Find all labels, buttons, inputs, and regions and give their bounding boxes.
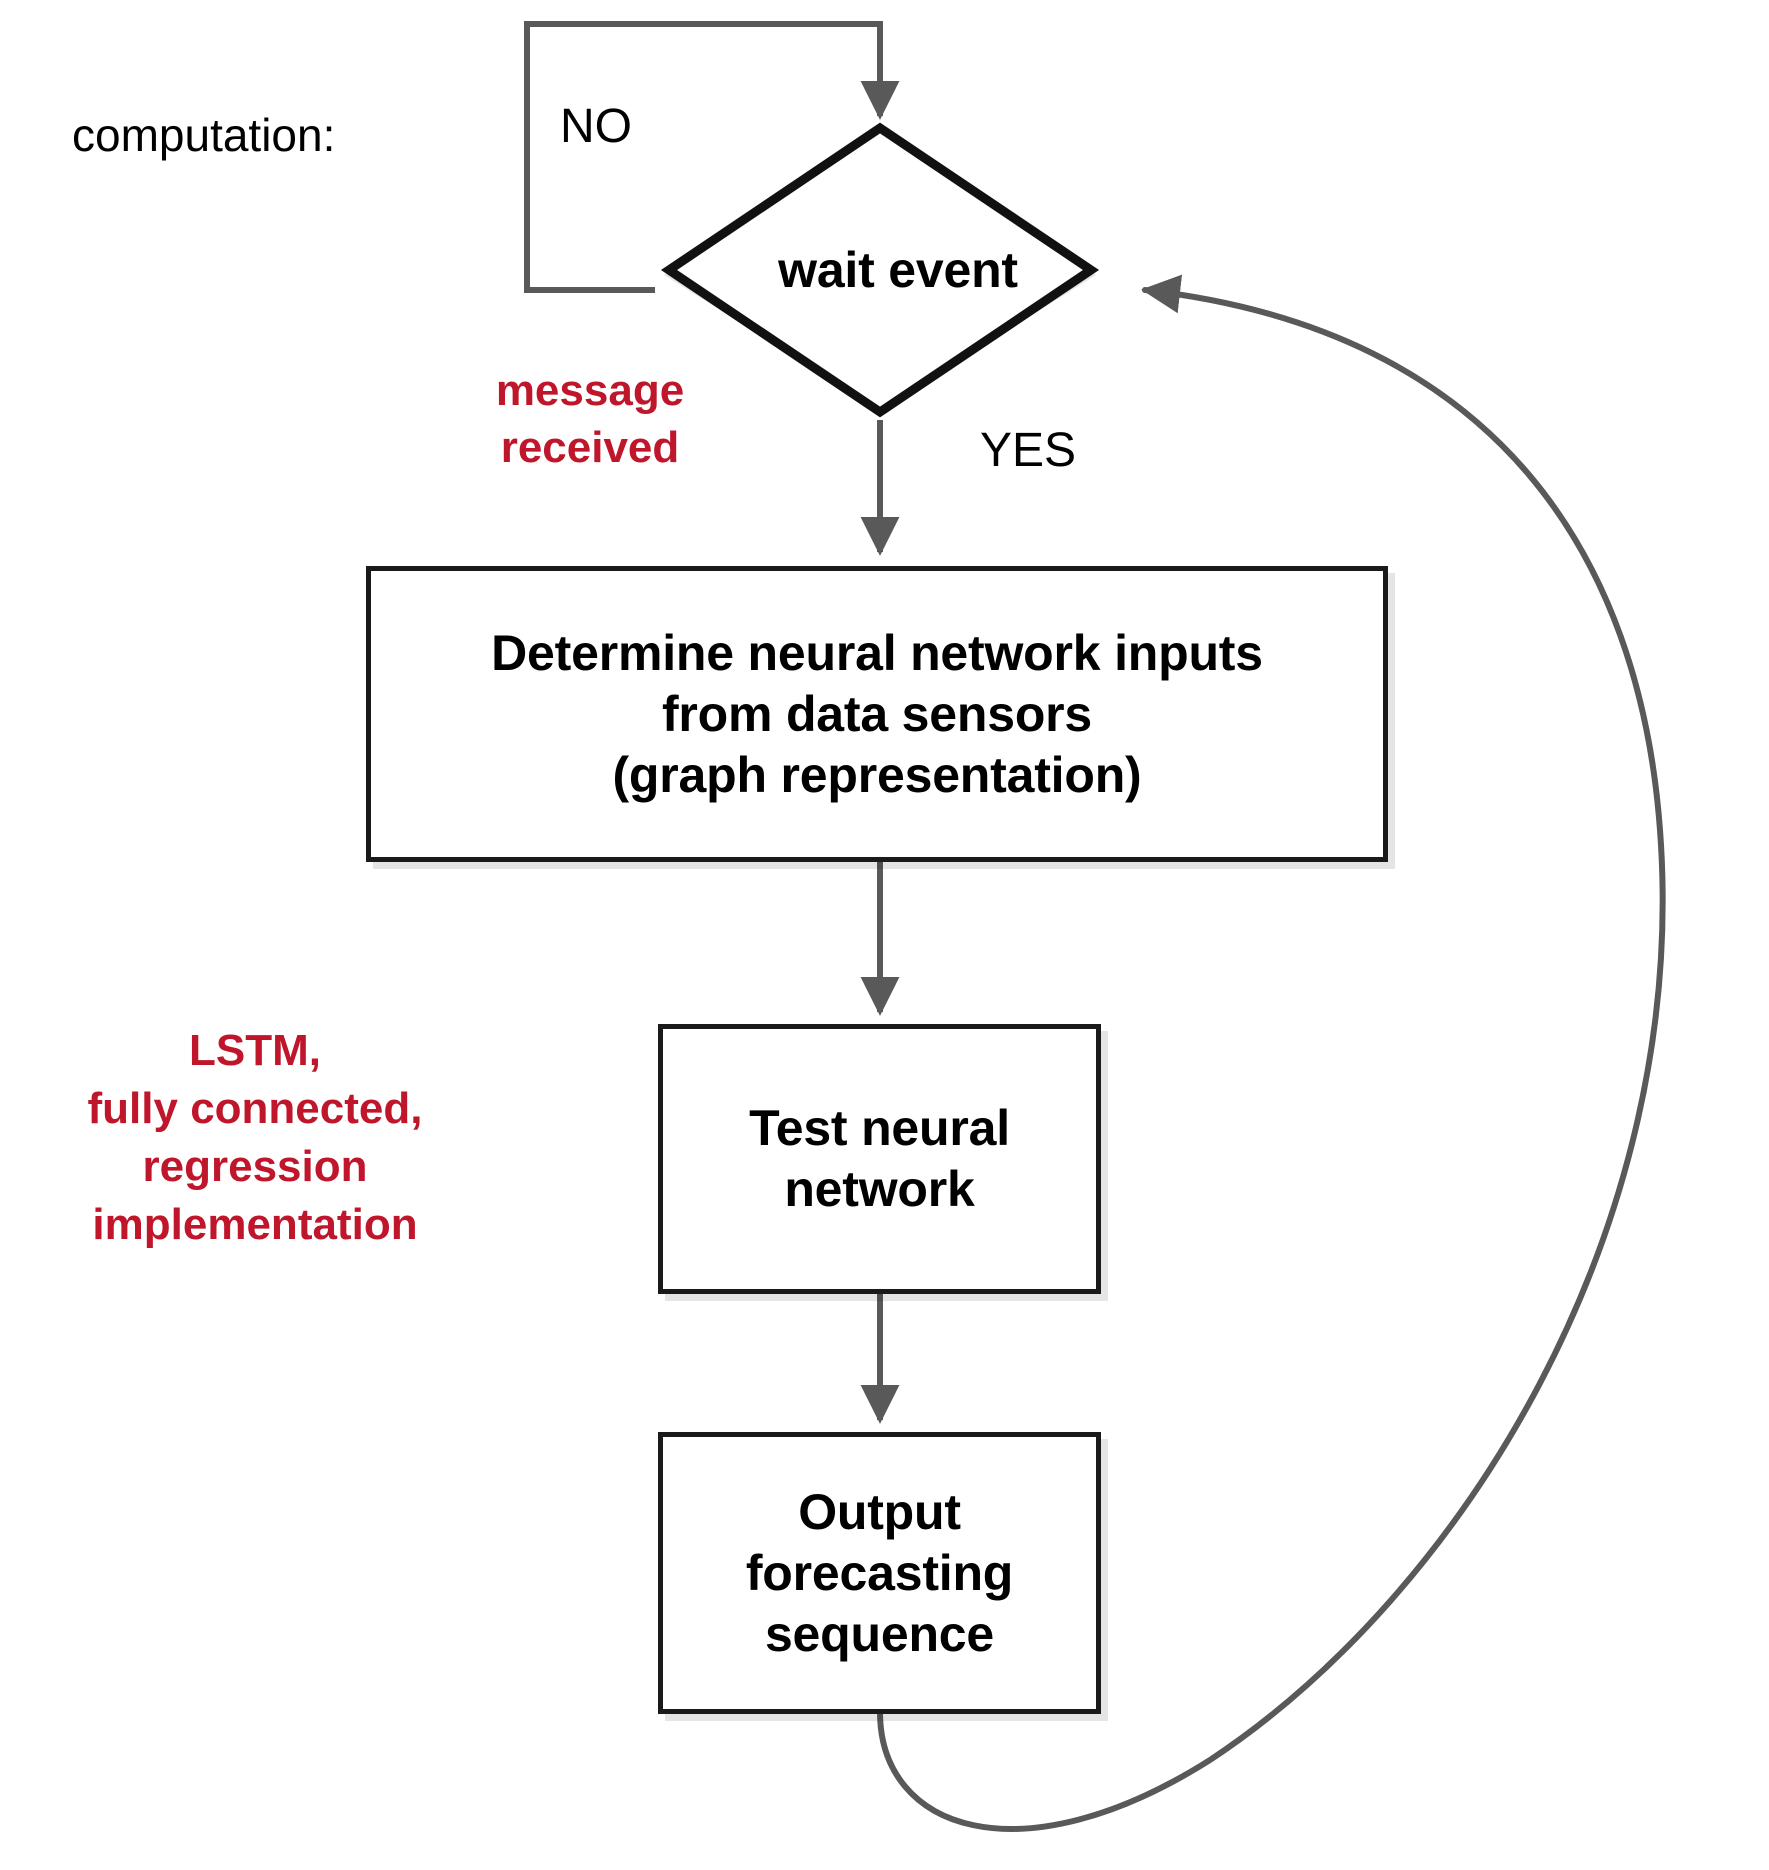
annotation-message-received: message received: [495, 366, 685, 473]
node-test-network[interactable]: Test neural network: [658, 1024, 1101, 1294]
node-test-network-label: Test neural network: [749, 1100, 1010, 1217]
node-output-forecast-label: Output forecasting sequence: [745, 1483, 1014, 1662]
diamond-shape: [660, 122, 1100, 418]
edge-label-no: NO: [560, 100, 632, 153]
node-wait-event-label: wait event: [778, 242, 1018, 298]
node-determine-inputs[interactable]: Determine neural network inputs from dat…: [366, 566, 1388, 862]
node-output-forecast[interactable]: Output forecasting sequence: [658, 1432, 1101, 1714]
node-determine-inputs-label: Determine neural network inputs from dat…: [491, 624, 1263, 803]
node-wait-event[interactable]: wait event: [655, 122, 1105, 418]
edge-label-yes: YES: [980, 424, 1077, 477]
annotation-lstm-implementation: LSTM, fully connected, regression implem…: [87, 1026, 423, 1250]
computation-label: computation:: [72, 109, 336, 161]
